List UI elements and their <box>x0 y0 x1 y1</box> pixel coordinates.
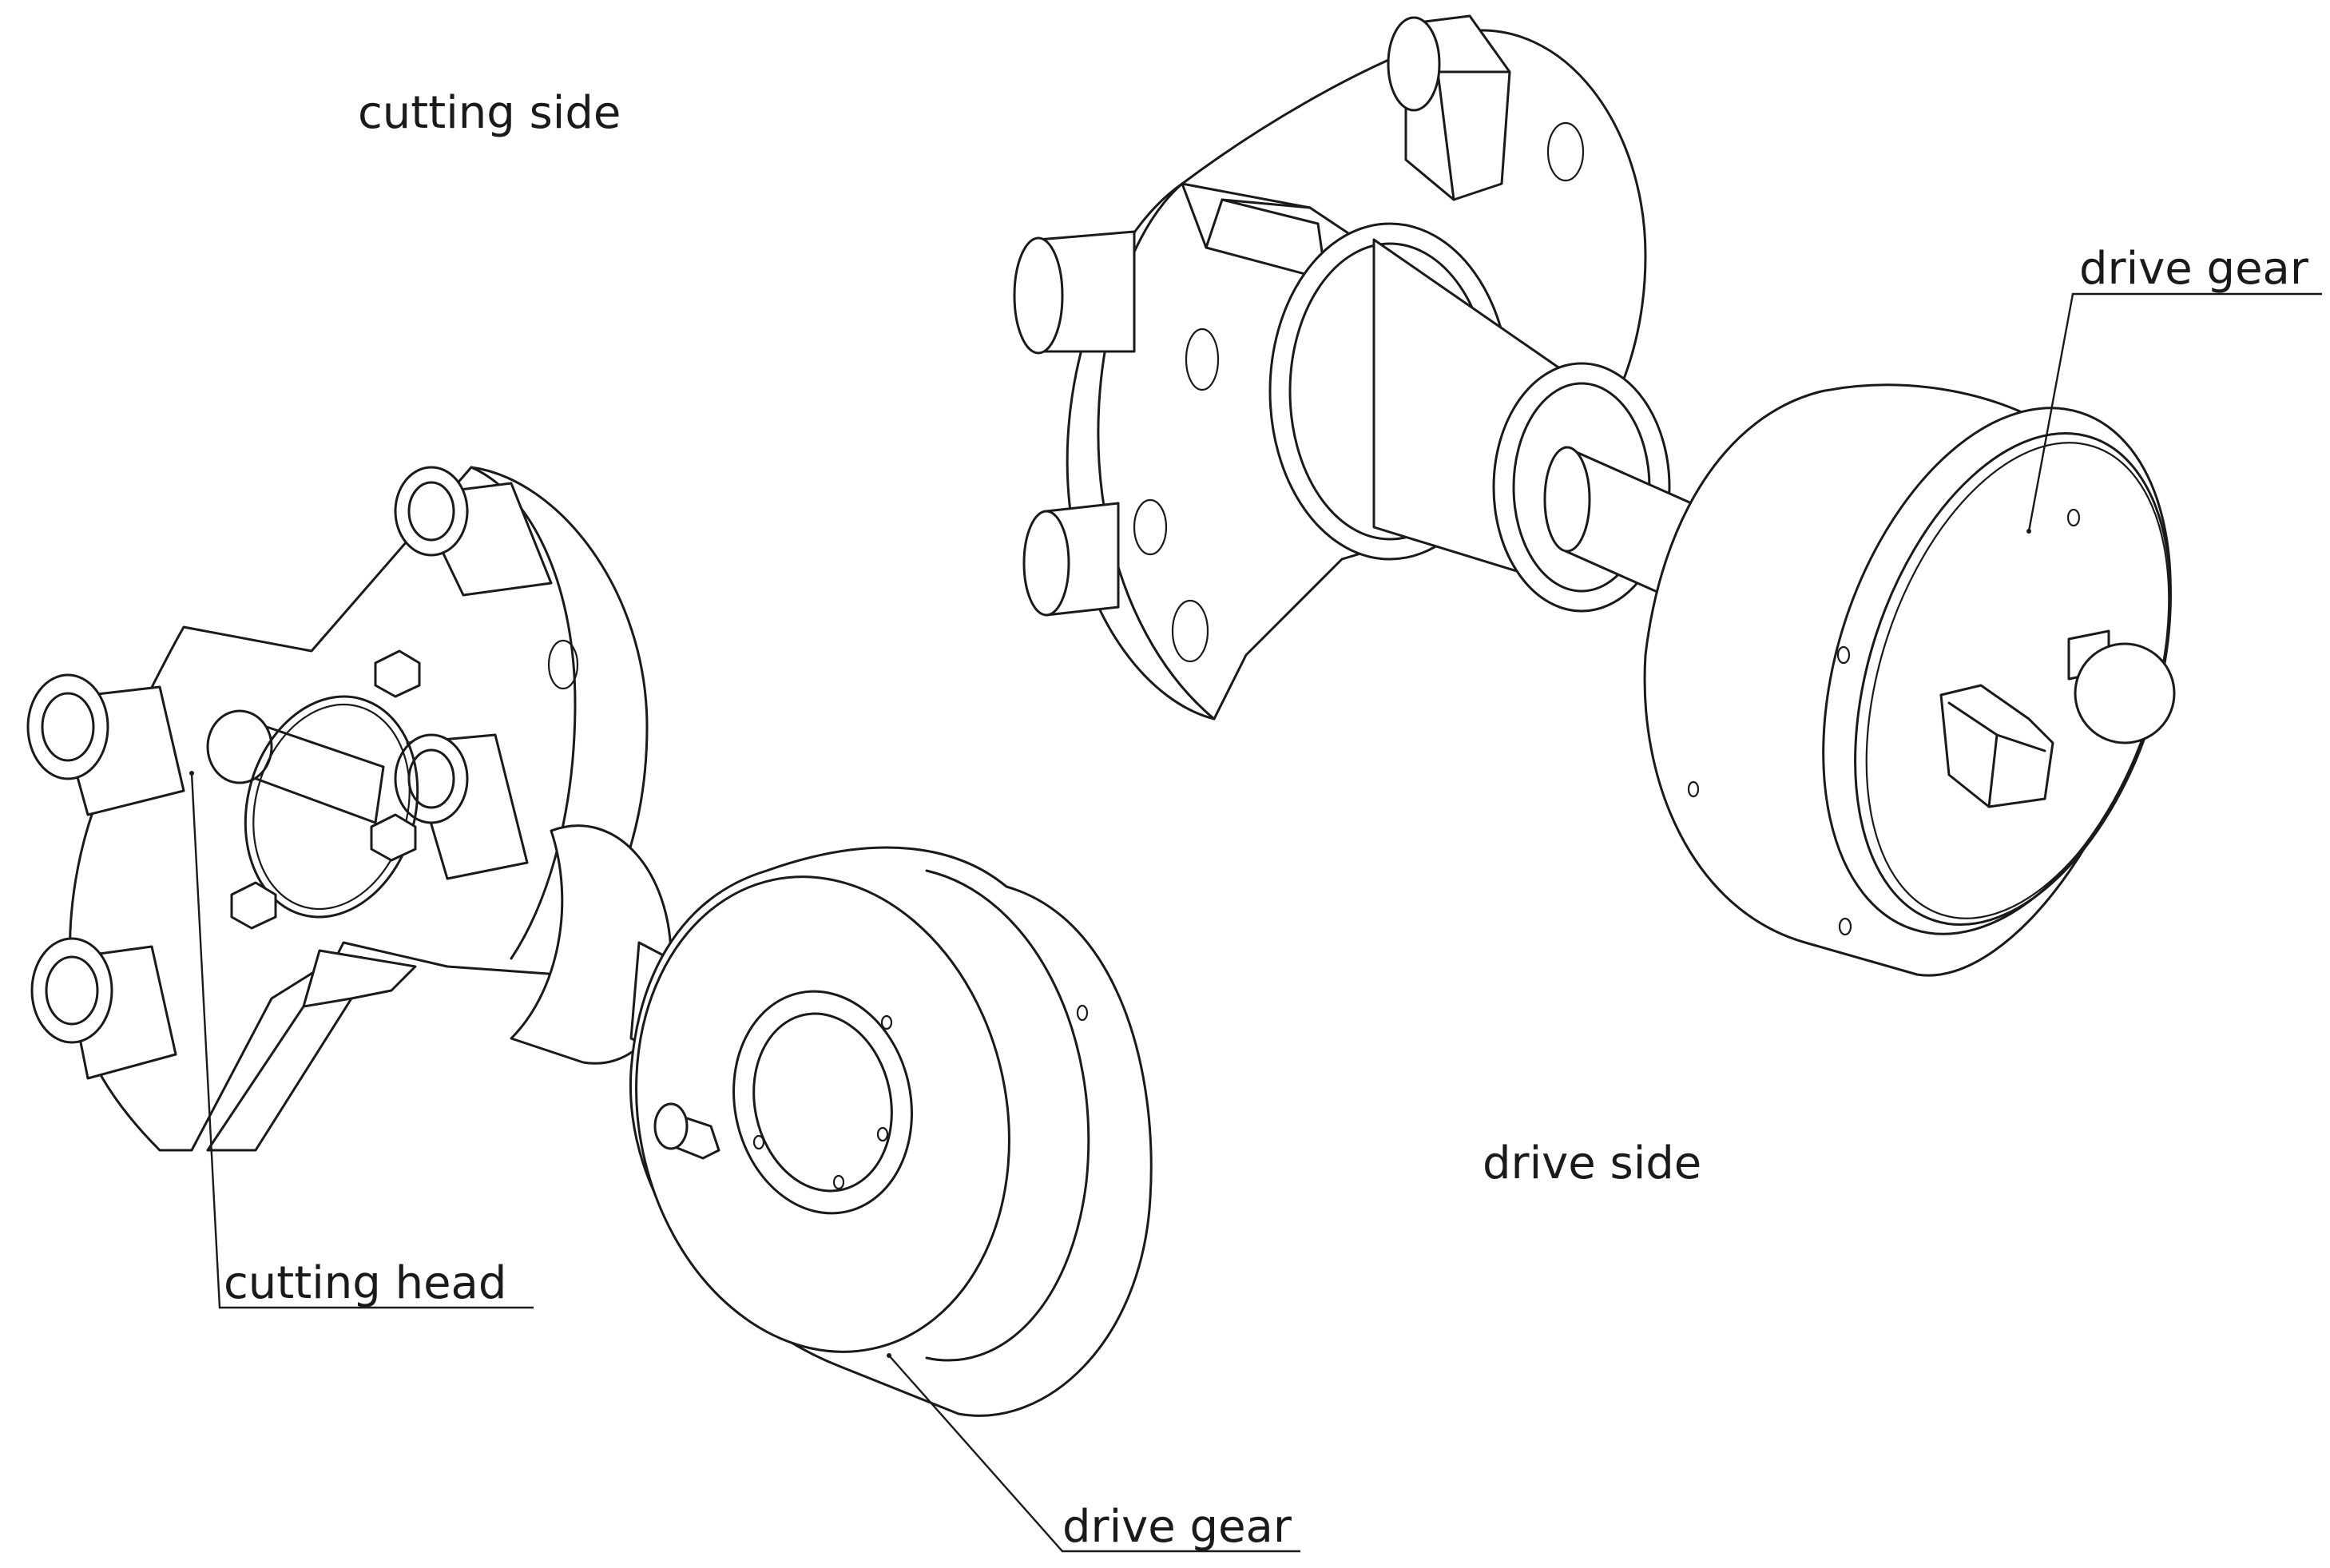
drive-gear-left <box>629 846 1153 1417</box>
cutting-side-label: cutting side <box>358 87 621 139</box>
drive-side-upper-lug <box>1387 14 1511 201</box>
cutting-head-flange-hole <box>547 639 579 690</box>
drive-gear-right <box>1643 383 2176 977</box>
cutting-side-assembly <box>26 466 1153 1417</box>
cutting-head-nuts <box>230 649 421 930</box>
drive-side-flange-holes <box>1133 121 1585 663</box>
leader-lines <box>189 292 2322 1553</box>
leader-drive-gear-top <box>2027 292 2322 532</box>
labels: cutting side drive side drive gear cutti… <box>224 87 2309 1553</box>
cutting-head-pins <box>26 466 553 1080</box>
drive-side-pins <box>1013 230 1136 617</box>
drive-gear-bottom-label: drive gear <box>1062 1501 1292 1553</box>
cutting-head-label: cutting head <box>224 1257 506 1309</box>
leader-drive-gear-bottom <box>888 1355 1300 1553</box>
cutting-head-blade <box>206 949 417 1152</box>
drive-side-label: drive side <box>1483 1137 1701 1189</box>
leader-cutting-head <box>190 772 534 1309</box>
drive-side-assembly <box>1013 14 2176 977</box>
drive-gear-top-label: drive gear <box>2079 243 2309 295</box>
drive-side-bearing-housing <box>1268 222 1671 613</box>
